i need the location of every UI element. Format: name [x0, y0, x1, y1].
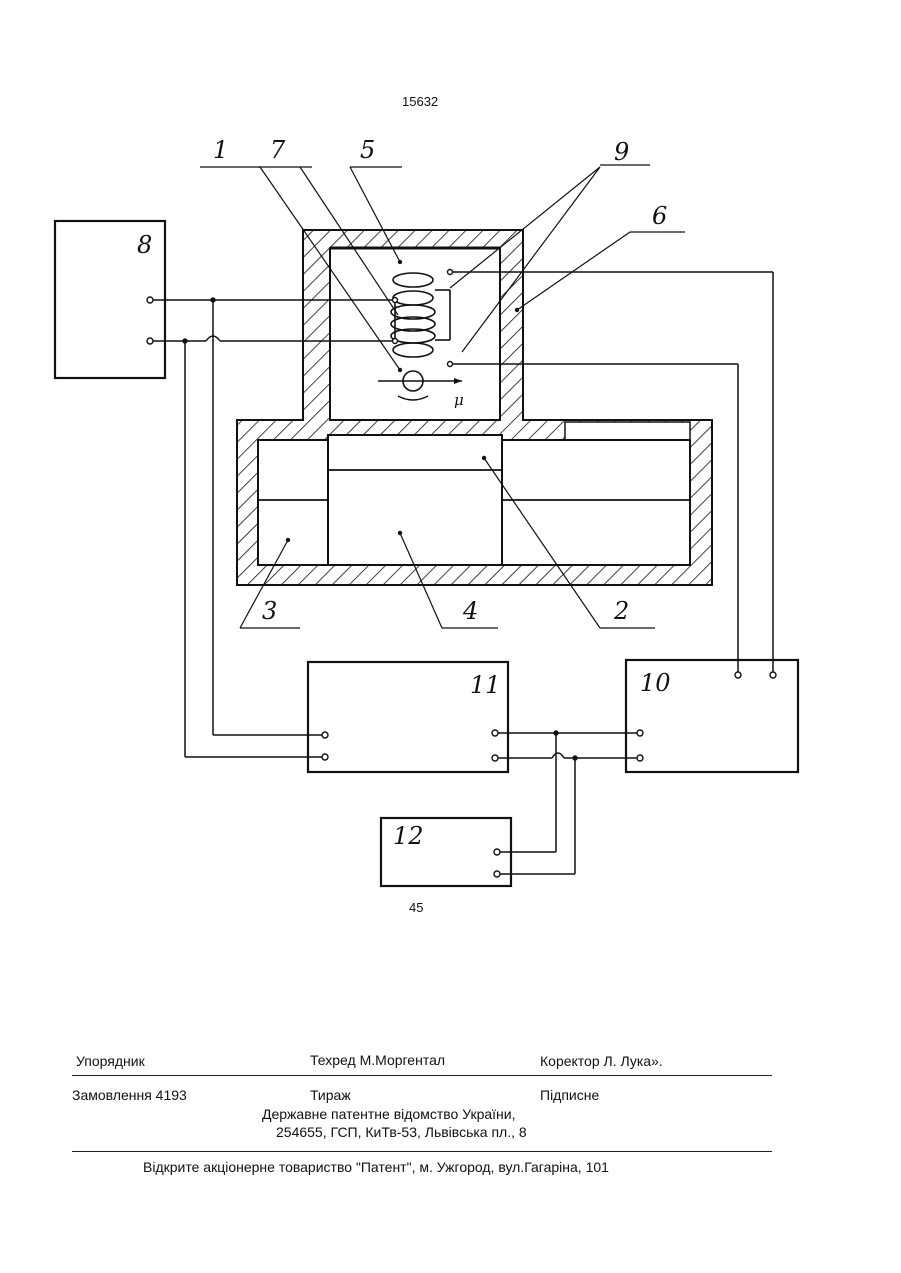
vector-mu-symbol: μ [454, 391, 464, 409]
subscription-label: Підписне [540, 1087, 599, 1103]
footer-rule-bottom [72, 1151, 772, 1152]
tech-editor-label: Техред М.Моргентал [310, 1052, 445, 1068]
label-4: 4 [462, 597, 478, 625]
proofreader-label: Коректор Л. Лука». [540, 1053, 663, 1069]
label-2: 2 [613, 597, 629, 625]
label-1: 1 [213, 136, 228, 164]
block-4 [328, 435, 502, 565]
label-12: 12 [393, 822, 424, 850]
label-11: 11 [470, 671, 501, 699]
compiler-label: Упорядник [76, 1053, 145, 1069]
label-9: 9 [614, 138, 629, 166]
figure-number: 45 [409, 900, 423, 915]
label-3: 3 [262, 597, 277, 625]
office-line-1: Державне патентне відомство України, [262, 1106, 516, 1122]
label-8: 8 [137, 231, 152, 259]
circulation-label: Тираж [310, 1087, 351, 1103]
label-7: 7 [270, 136, 286, 164]
label-6: 6 [652, 202, 667, 230]
footer-rule-top [72, 1075, 772, 1076]
office-line-2: 254655, ГСП, КиТв-53, Львівська пл., 8 [276, 1124, 527, 1140]
publisher-line: Відкрите акціонерне товариство "Патент",… [143, 1159, 609, 1175]
order-label: Замовлення 4193 [72, 1087, 187, 1103]
label-10: 10 [640, 669, 671, 697]
label-5: 5 [360, 136, 375, 164]
